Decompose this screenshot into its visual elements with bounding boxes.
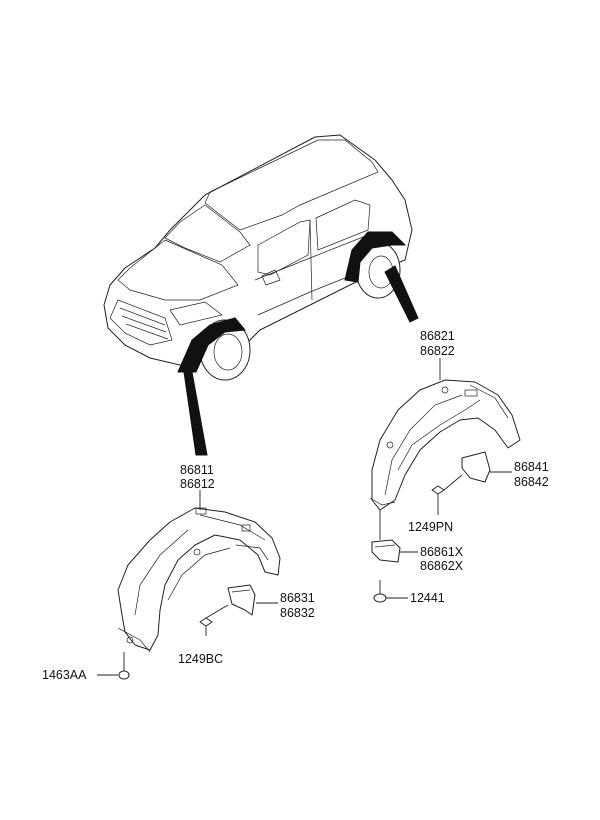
label-rear-mud-lh: 86861X xyxy=(420,545,464,559)
rear-mud-guard-lower xyxy=(371,510,418,563)
label-screw-front: 1249BC xyxy=(178,652,223,666)
label-rear-guard-lh: 86841 xyxy=(514,460,549,474)
front-clip xyxy=(97,652,130,680)
front-wheel-liner xyxy=(117,490,281,653)
label-rear-liner-rh: 86822 xyxy=(420,344,455,358)
rear-mud-guard-upper xyxy=(461,451,512,483)
label-clip-front: 1463AA xyxy=(42,668,87,682)
front-leader-wedge xyxy=(183,371,208,456)
front-screw xyxy=(199,604,229,636)
front-mud-guard xyxy=(227,584,278,616)
label-front-guard-rh: 86832 xyxy=(280,606,315,620)
label-rear-mud-rh: 86862X xyxy=(420,559,464,573)
rear-bolt xyxy=(373,580,408,603)
label-screw-rear: 1249PN xyxy=(408,520,453,534)
label-front-liner-rh: 86812 xyxy=(180,477,215,491)
label-rear-guard-rh: 86842 xyxy=(514,475,549,489)
rear-leader-wedge xyxy=(384,265,419,323)
label-bolt-rear: 12441 xyxy=(410,591,445,605)
label-front-liner-lh: 86811 xyxy=(180,463,214,477)
rear-screw xyxy=(431,474,463,515)
vehicle-illustration xyxy=(103,134,419,456)
label-front-guard-lh: 86831 xyxy=(280,591,315,605)
rear-wheel-liner xyxy=(369,358,521,511)
label-rear-liner-lh: 86821 xyxy=(420,329,455,343)
